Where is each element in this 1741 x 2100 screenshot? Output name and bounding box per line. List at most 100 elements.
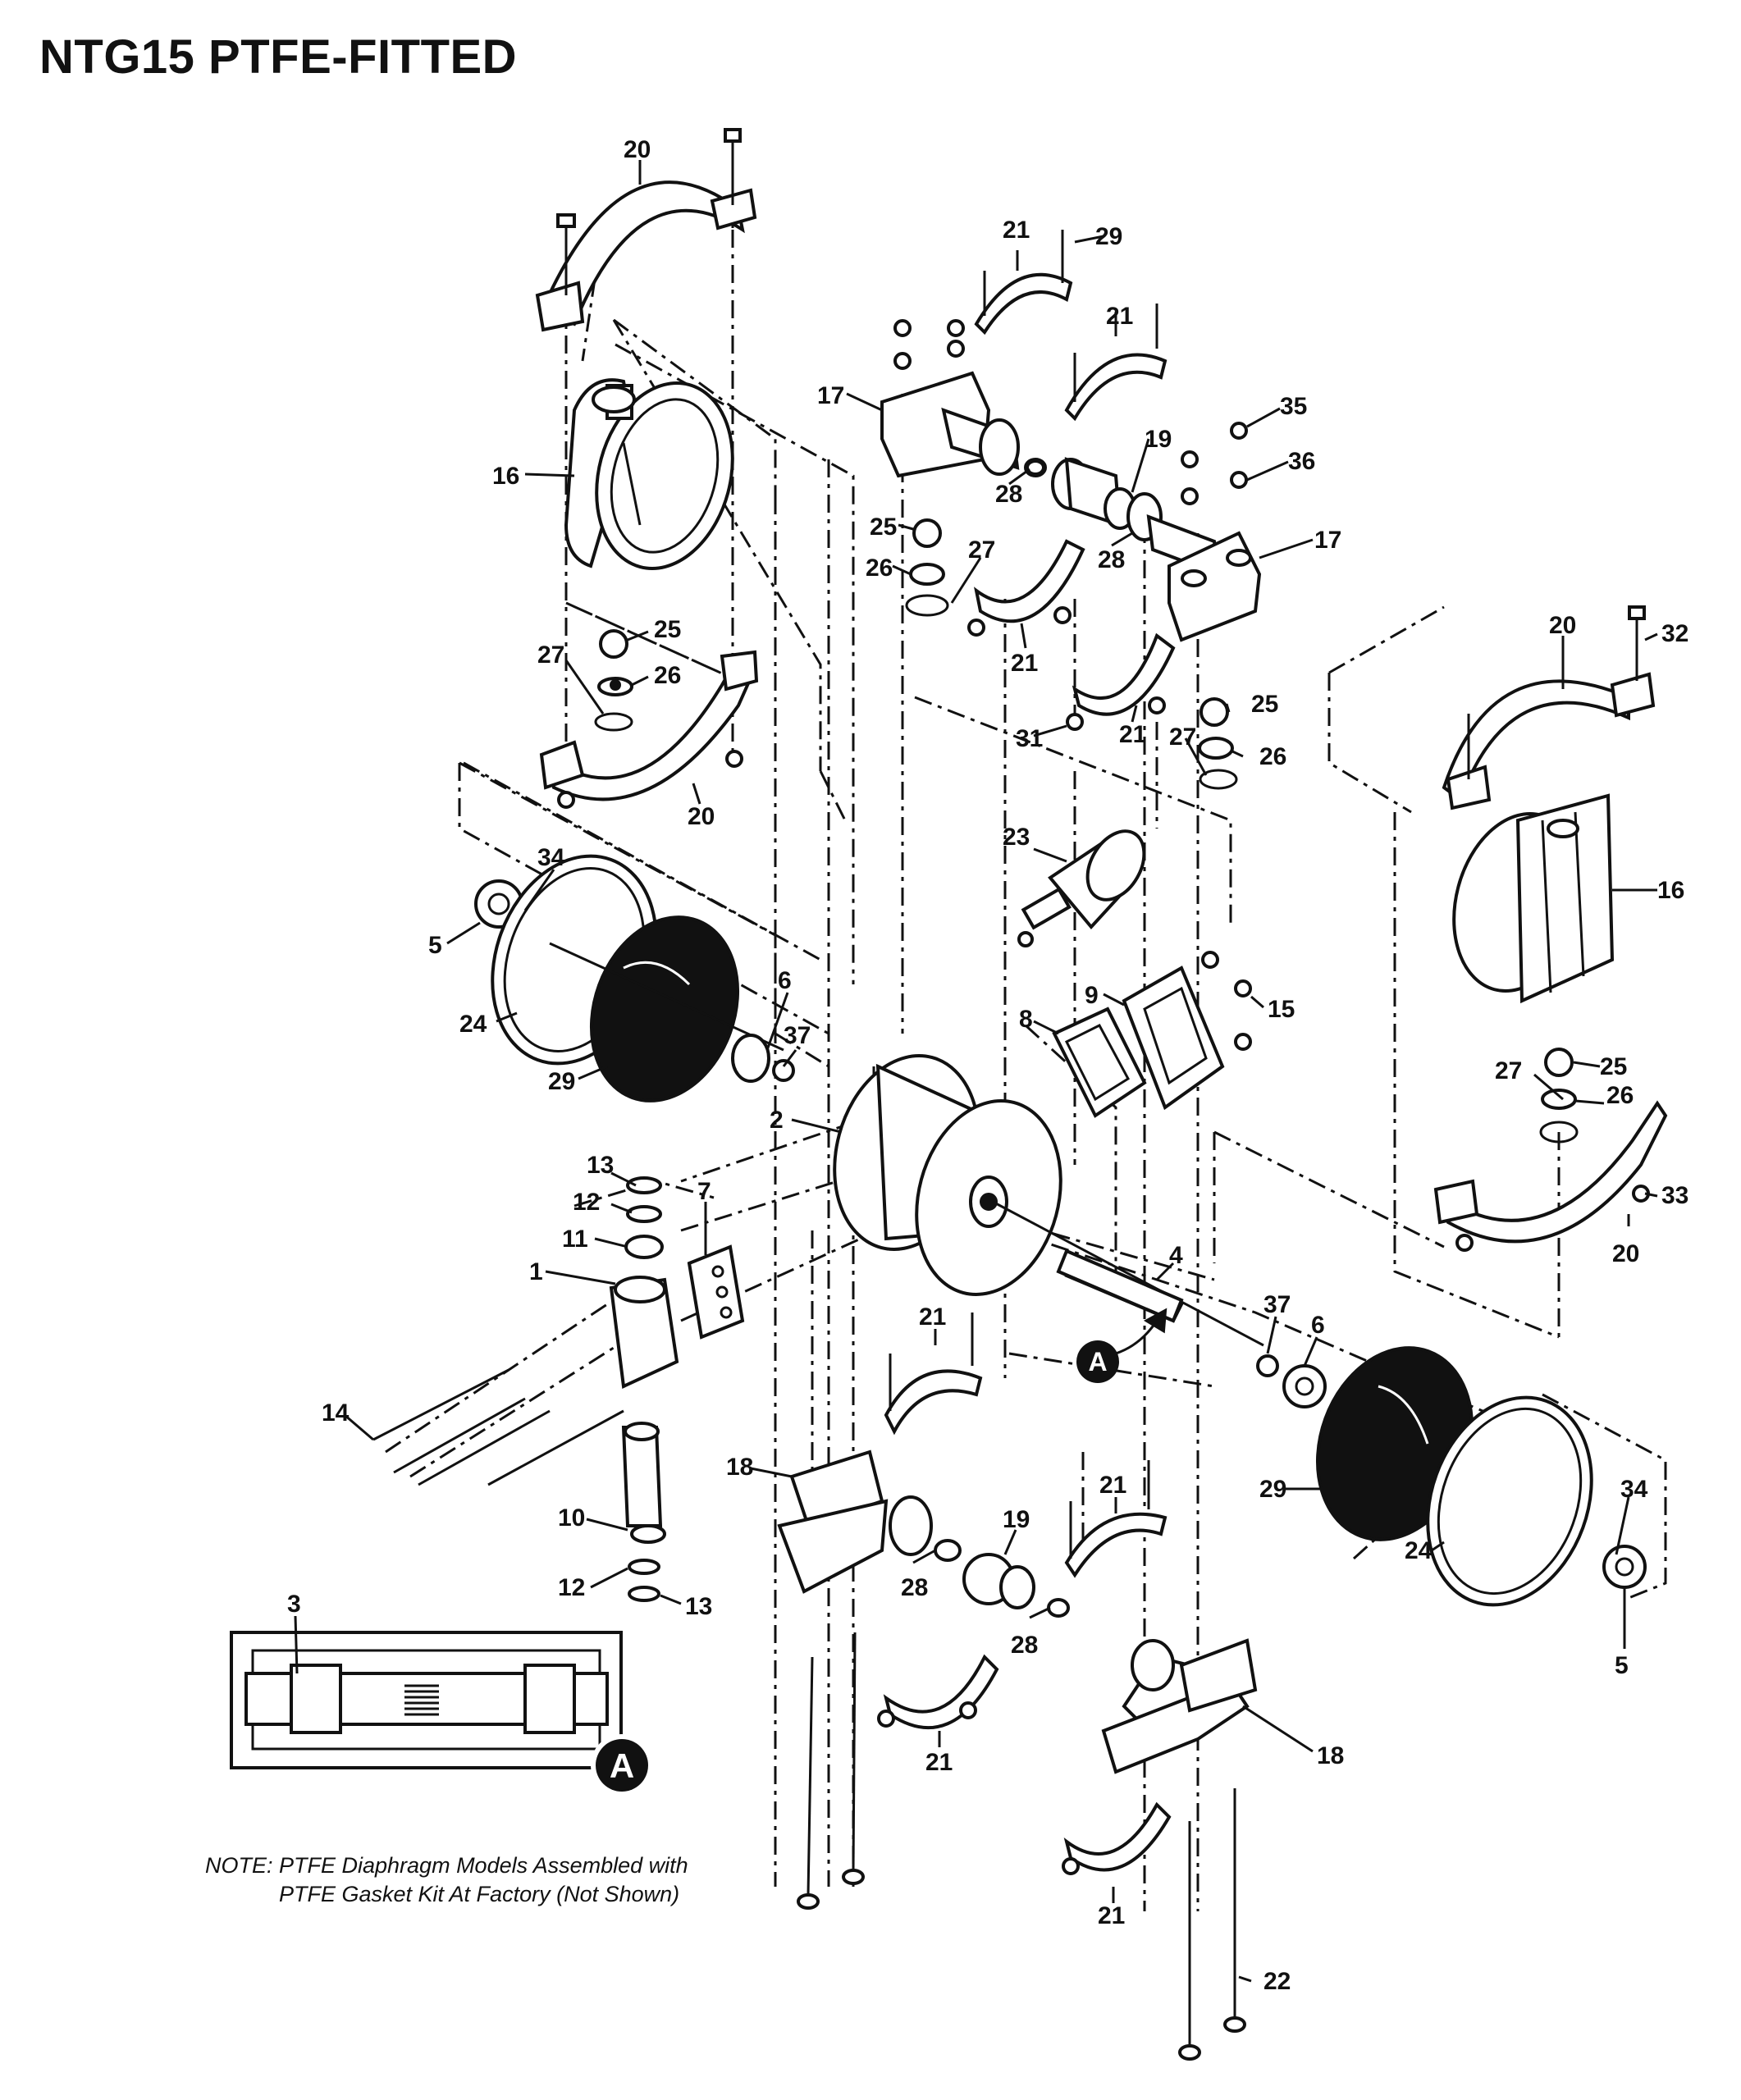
- callout-34: 34: [537, 844, 565, 871]
- callout-26: 26: [1259, 743, 1286, 770]
- callout-21: 21: [1003, 217, 1030, 244]
- callout-21: 21: [1098, 1902, 1125, 1929]
- callout-11: 11: [562, 1226, 588, 1253]
- callout-28: 28: [1011, 1632, 1038, 1659]
- tie-rods: [797, 1632, 1246, 2061]
- callout-28: 28: [995, 481, 1022, 508]
- callout-26: 26: [654, 662, 681, 689]
- callout-27: 27: [968, 536, 995, 564]
- clamp-bands-small-lower: [877, 1312, 1172, 1875]
- clamp-band-top-left: [535, 128, 757, 332]
- callout-27: 27: [1169, 724, 1196, 751]
- callout-6: 6: [778, 967, 792, 994]
- callout-16: 16: [1657, 877, 1684, 904]
- callout-20: 20: [688, 803, 715, 830]
- callout-5: 5: [1615, 1652, 1629, 1679]
- callout-9: 9: [1085, 982, 1099, 1009]
- outer-chamber-left: [564, 378, 734, 570]
- callout-19: 19: [1145, 426, 1172, 453]
- callout-14: 14: [322, 1399, 350, 1427]
- pilot-valve-assembly: [372, 1176, 745, 1602]
- callout-21: 21: [1106, 303, 1133, 330]
- diaphragm-assembly-left: [474, 854, 795, 1102]
- callout-21: 21: [925, 1749, 953, 1776]
- callout-4: 4: [1169, 1242, 1183, 1269]
- callout-18: 18: [726, 1454, 753, 1481]
- callout-21: 21: [1119, 721, 1146, 748]
- callout-18: 18: [1317, 1742, 1344, 1769]
- callout-10: 10: [558, 1504, 585, 1532]
- callout-7: 7: [697, 1178, 711, 1205]
- callout-25: 25: [1600, 1053, 1627, 1080]
- detail-a-reference-letter: A: [1088, 1347, 1107, 1376]
- note-line-2: PTFE Gasket Kit At Factory (Not Shown): [279, 1882, 679, 1906]
- callout-6: 6: [1311, 1312, 1325, 1339]
- callout-33: 33: [1661, 1182, 1688, 1209]
- callout-25: 25: [654, 616, 681, 643]
- clamp-band-top-right: [1442, 605, 1656, 810]
- callout-21: 21: [919, 1303, 946, 1331]
- clamp-bands-small-upper: [893, 230, 1248, 731]
- detail-a-inset-badge: [596, 1739, 648, 1792]
- callout-25: 25: [870, 514, 897, 541]
- upper-manifold: [880, 371, 1262, 642]
- callout-20: 20: [1612, 1240, 1639, 1267]
- callout-29: 29: [1259, 1476, 1286, 1503]
- callout-2: 2: [770, 1107, 784, 1134]
- detail-a-reference-badge: [1076, 1340, 1119, 1383]
- callout-1: 1: [529, 1258, 543, 1285]
- callout-37: 37: [784, 1022, 811, 1049]
- callout-3: 3: [287, 1591, 301, 1618]
- callout-37: 37: [1263, 1291, 1291, 1318]
- outer-chamber-right: [1452, 793, 1615, 1004]
- lower-manifolds: [777, 1449, 1258, 1774]
- clamp-band-lower-right: [1433, 1048, 1668, 1252]
- callout-21: 21: [1099, 1472, 1126, 1499]
- callout-13: 13: [587, 1152, 614, 1179]
- note-line-1: NOTE: PTFE Diaphragm Models Assembled wi…: [205, 1853, 688, 1878]
- check-valve-left-upper: [594, 629, 633, 732]
- callout-16: 16: [492, 463, 519, 490]
- page-title: NTG15 PTFE-FITTED: [39, 30, 518, 84]
- callout-25: 25: [1251, 691, 1278, 718]
- callout-5: 5: [428, 932, 442, 959]
- callout-29: 29: [548, 1068, 575, 1095]
- callout-20: 20: [1549, 612, 1576, 639]
- valve-plate-gasket: [1052, 951, 1252, 1118]
- callout-27: 27: [1495, 1057, 1522, 1084]
- callout-19: 19: [1003, 1506, 1030, 1533]
- callout-32: 32: [1661, 620, 1688, 647]
- callout-8: 8: [1019, 1006, 1033, 1033]
- callout-36: 36: [1288, 448, 1315, 475]
- callout-13: 13: [685, 1593, 712, 1620]
- callout-20: 20: [624, 136, 651, 163]
- callout-24: 24: [1405, 1537, 1433, 1564]
- callout-15: 15: [1268, 996, 1295, 1023]
- detail-a-inset: A: [230, 1631, 653, 1796]
- callout-labels: 20 21 29 21 17 16 35 19 36 28 25 28 17 2…: [287, 136, 1688, 1995]
- callout-29: 29: [1095, 223, 1122, 250]
- callout-17: 17: [1314, 527, 1341, 554]
- air-valve-cartridge: [1017, 829, 1146, 947]
- callout-leader-lines: [294, 160, 1658, 1983]
- callout-34: 34: [1620, 1476, 1648, 1503]
- callout-23: 23: [1003, 824, 1030, 851]
- callout-12: 12: [558, 1574, 585, 1601]
- callout-31: 31: [1016, 725, 1043, 752]
- clamp-band-lower-left: [539, 650, 759, 809]
- callout-24: 24: [459, 1011, 487, 1038]
- callout-27: 27: [537, 641, 564, 669]
- callout-35: 35: [1280, 393, 1307, 420]
- detail-a-inset-letter: A: [610, 1746, 634, 1785]
- check-valve-center: [905, 459, 1238, 790]
- factory-note: NOTE: PTFE Diaphragm Models Assembled wi…: [205, 1853, 688, 1906]
- callout-26: 26: [866, 555, 893, 582]
- callout-28: 28: [1098, 546, 1125, 573]
- callout-21: 21: [1011, 650, 1038, 677]
- callout-22: 22: [1263, 1968, 1291, 1995]
- callout-12: 12: [573, 1189, 600, 1216]
- callout-17: 17: [817, 382, 844, 409]
- callout-28: 28: [901, 1574, 928, 1601]
- diaphragm-shaft: A: [1056, 1249, 1184, 1383]
